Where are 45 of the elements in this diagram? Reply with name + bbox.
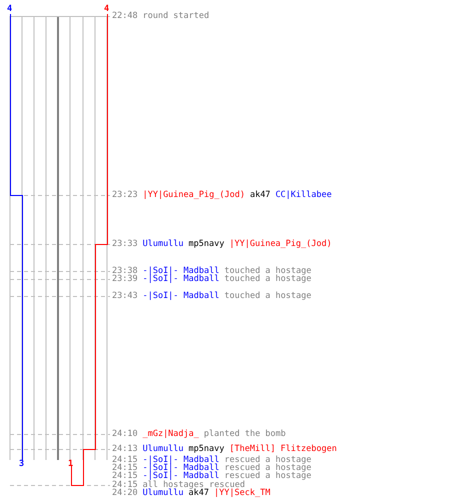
- player-name: Ulumullu: [142, 444, 184, 454]
- player-count: 3: [19, 460, 24, 468]
- timestamp: 24:15: [112, 455, 138, 465]
- timestamp: 22:48: [112, 11, 138, 21]
- player-name: CC|Killabee: [275, 190, 332, 200]
- weapon-name: ak47: [250, 190, 270, 200]
- player-count: 4: [7, 5, 12, 13]
- event-text: rescued a hostage: [224, 471, 312, 481]
- timestamp: 23:43: [112, 291, 138, 301]
- timestamp: 24:20: [112, 488, 138, 498]
- player-name: -|SoI|- Madball: [142, 291, 220, 301]
- player-name: -|SoI|- Madball: [142, 463, 220, 473]
- weapon-name: mp5navy: [188, 444, 224, 454]
- timestamp: 23:38: [112, 266, 138, 276]
- player-name: |YY|Seck_TM: [214, 488, 270, 498]
- event-text: touched a hostage: [224, 291, 312, 301]
- weapon-name: ak47: [188, 488, 210, 498]
- timestamp: 24:13: [112, 444, 138, 454]
- event-text: round started: [142, 11, 210, 21]
- player-name: -|SoI|- Madball: [142, 471, 220, 481]
- timestamp: 24:10: [112, 429, 138, 439]
- player-name: -|SoI|- Madball: [142, 266, 220, 276]
- timestamp: 23:39: [112, 274, 138, 284]
- event-text: touched a hostage: [224, 266, 312, 276]
- player-name: _mGz|Nadja_: [142, 429, 199, 439]
- event-text: all hostages rescued: [142, 480, 245, 490]
- timestamp: 23:23: [112, 190, 138, 200]
- timestamp: 24:15: [112, 480, 138, 490]
- timestamp: 23:33: [112, 239, 138, 249]
- player-count: 4: [104, 5, 110, 13]
- event-text: rescued a hostage: [224, 463, 312, 473]
- player-name: -|SoI|- Madball: [142, 274, 220, 284]
- player-name: [TheMill] Flitzebogen: [229, 444, 337, 454]
- event-text: touched a hostage: [224, 274, 312, 284]
- player-name: |YY|Guinea_Pig_(Jod): [229, 239, 332, 249]
- weapon-name: mp5navy: [188, 239, 224, 249]
- player-count: 1: [68, 460, 74, 468]
- event-text: planted the bomb: [204, 429, 286, 439]
- player-name: Ulumullu: [142, 239, 184, 249]
- timestamp: 24:15: [112, 463, 138, 473]
- player-name: Ulumullu: [142, 488, 184, 498]
- timestamp: 24:15: [112, 471, 138, 481]
- player-name: -|SoI|- Madball: [142, 455, 220, 465]
- event-text: rescued a hostage: [224, 455, 312, 465]
- player-name: |YY|Guinea_Pig_(Jod): [142, 190, 245, 200]
